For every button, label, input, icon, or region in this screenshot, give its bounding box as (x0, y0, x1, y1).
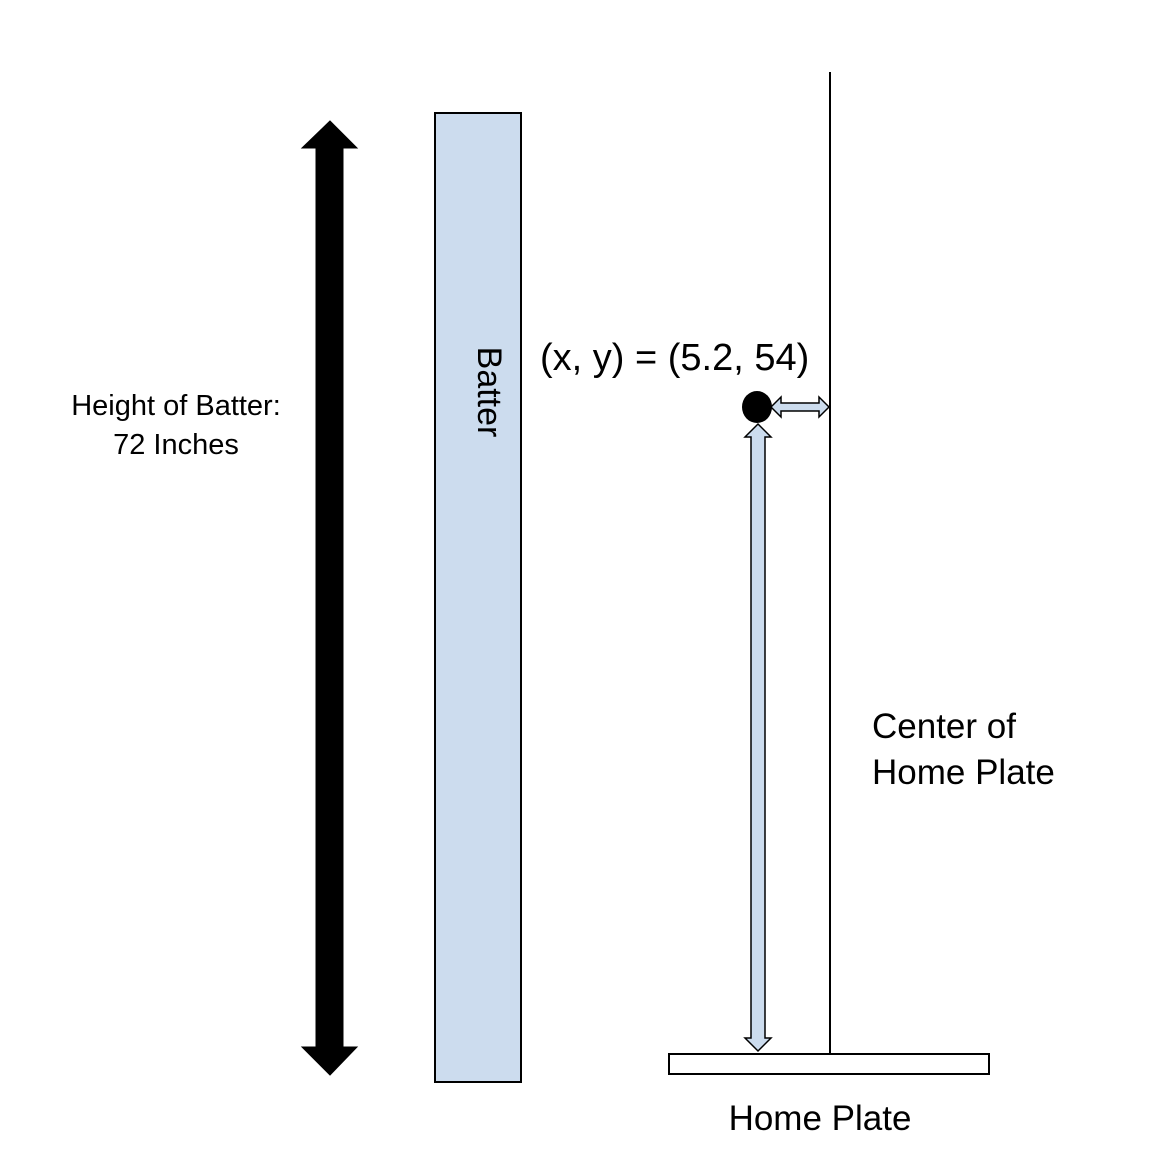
batter-box (434, 112, 522, 1083)
home-plate (668, 1053, 990, 1075)
center-label-line2: Home Plate (872, 753, 1055, 792)
coordinate-label: (x, y) = (5.2, 54) (540, 337, 809, 379)
height-label-line1: Height of Batter: (71, 390, 281, 422)
home-plate-label: Home Plate (729, 1099, 912, 1138)
center-label-line1: Center of (872, 707, 1016, 746)
batter-height-arrow (300, 120, 359, 1076)
height-label-line2: 72 Inches (113, 429, 239, 461)
y-distance-arrow (743, 422, 773, 1053)
x-distance-arrow (769, 395, 831, 419)
ball-point (742, 391, 772, 423)
batter-label: Batter (470, 347, 508, 438)
